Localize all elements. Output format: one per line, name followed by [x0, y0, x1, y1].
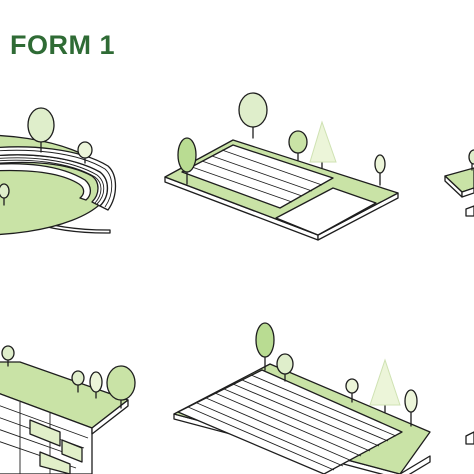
tree-icon — [276, 353, 294, 375]
step-lines — [187, 374, 397, 471]
tree-icon — [71, 370, 85, 386]
tree-icon — [255, 322, 275, 358]
tree-icon — [27, 107, 55, 143]
tree-icon — [468, 149, 474, 165]
conifer-icon — [369, 358, 401, 406]
tree-icon — [0, 183, 10, 199]
tree-icon — [288, 130, 308, 154]
step-block — [181, 144, 334, 209]
page-title: FORM 1 — [10, 30, 116, 60]
tree-icon — [238, 92, 268, 128]
steps-ramp-model — [164, 92, 399, 241]
step-lines — [191, 149, 323, 203]
partial-form-bottom-right — [465, 431, 474, 445]
tree-icon — [89, 371, 103, 393]
tree-icon — [177, 137, 197, 173]
amphitheater-trees — [0, 107, 93, 206]
conifer-icon — [309, 120, 337, 163]
amphitheater-model — [0, 107, 117, 236]
tree-icon — [1, 345, 15, 361]
terraced-seating-model — [0, 345, 136, 474]
tree-icon — [106, 365, 136, 401]
tree-icon — [345, 378, 359, 394]
partial-form-top-right — [444, 149, 474, 217]
long-steps-trees — [255, 322, 418, 427]
tree-icon — [404, 389, 418, 413]
tree-icon — [374, 154, 386, 174]
long-steps-model — [173, 322, 431, 474]
terraced-seating-trees — [1, 345, 136, 409]
ramp — [275, 187, 377, 236]
amphitheater-seating-rings — [0, 146, 117, 211]
tree-icon — [77, 141, 93, 159]
steps-ramp-trees — [177, 92, 386, 186]
